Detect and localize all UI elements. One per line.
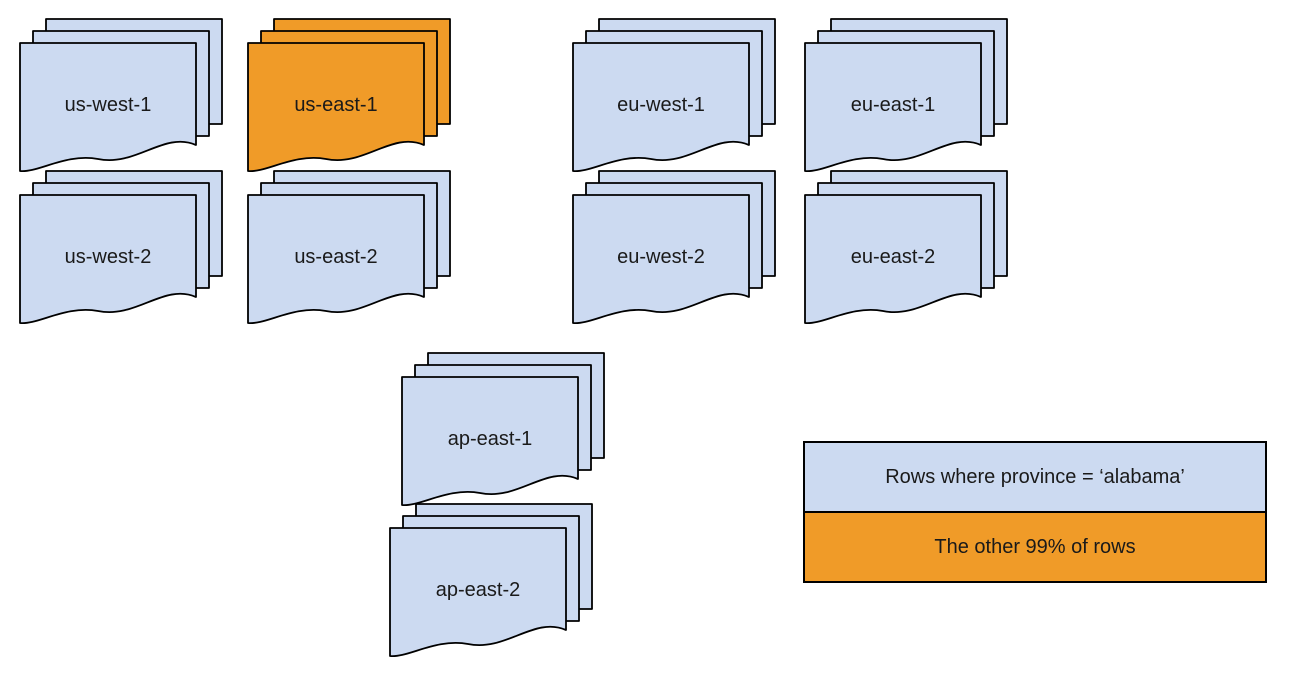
region-stack-eu-east-2: eu-east-2 <box>804 169 1009 327</box>
document-stack-icon <box>389 503 593 657</box>
region-stack-us-west-1: us-west-1 <box>19 17 224 175</box>
legend: Rows where province = ‘alabama’ The othe… <box>803 441 1267 583</box>
legend-item-highlight: The other 99% of rows <box>805 513 1265 581</box>
document-stack-icon <box>401 352 605 506</box>
document-sheet-front-icon <box>572 194 750 324</box>
document-stack-icon <box>572 170 776 324</box>
document-sheet-front-icon <box>247 194 425 324</box>
region-stack-eu-west-2: eu-west-2 <box>572 169 777 327</box>
region-stack-eu-east-1: eu-east-1 <box>804 17 1009 175</box>
region-stack-us-east-2: us-east-2 <box>247 169 452 327</box>
document-sheet-front-icon <box>804 42 982 172</box>
legend-item-partition-label: Rows where province = ‘alabama’ <box>885 465 1185 488</box>
document-sheet-front-icon <box>389 527 567 657</box>
document-sheet-front-icon <box>572 42 750 172</box>
document-stack-icon <box>804 18 1008 172</box>
document-stack-icon <box>572 18 776 172</box>
document-sheet-front-icon <box>804 194 982 324</box>
document-stack-icon <box>19 18 223 172</box>
legend-item-partition: Rows where province = ‘alabama’ <box>805 443 1265 513</box>
document-stack-icon <box>247 170 451 324</box>
region-stack-ap-east-2: ap-east-2 <box>389 502 594 660</box>
document-stack-icon <box>804 170 1008 324</box>
document-sheet-front-icon <box>19 194 197 324</box>
legend-item-highlight-label: The other 99% of rows <box>934 535 1136 558</box>
document-sheet-front-icon <box>401 376 579 506</box>
region-stack-us-west-2: us-west-2 <box>19 169 224 327</box>
region-stack-eu-west-1: eu-west-1 <box>572 17 777 175</box>
document-sheet-front-icon <box>247 42 425 172</box>
document-stack-icon <box>247 18 451 172</box>
region-stack-ap-east-1: ap-east-1 <box>401 351 606 509</box>
document-sheet-front-icon <box>19 42 197 172</box>
region-stack-us-east-1: us-east-1 <box>247 17 452 175</box>
document-stack-icon <box>19 170 223 324</box>
